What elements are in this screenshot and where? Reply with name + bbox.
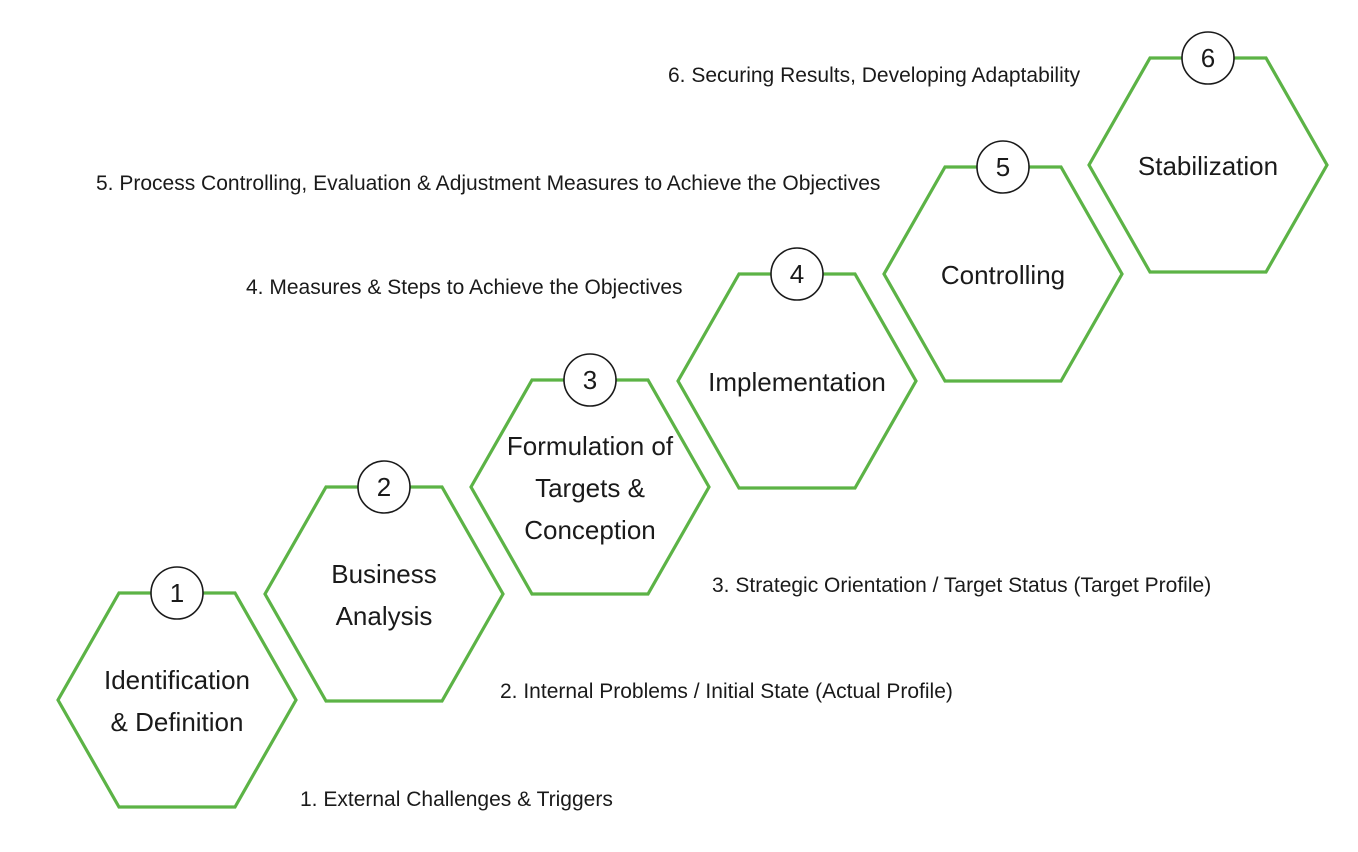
step-number-badge [1181, 31, 1235, 85]
step-label-line: Business [331, 559, 437, 589]
step-hexagon [882, 165, 1124, 383]
step-description: 3. Strategic Orientation / Target Status… [712, 574, 1211, 597]
step-description: 2. Internal Problems / Initial State (Ac… [500, 680, 953, 703]
step-number: 3 [583, 365, 597, 395]
step-label-line: Conception [524, 515, 656, 545]
step-number-badge [563, 353, 617, 407]
step-hexagon [263, 485, 505, 703]
step-label-line: Implementation [708, 367, 886, 397]
step-description: 4. Measures & Steps to Achieve the Objec… [246, 276, 683, 299]
step-number: 1 [170, 578, 184, 608]
step-label-line: Identification [104, 665, 250, 695]
step-hexagon [676, 272, 918, 490]
step-label-line: Controlling [941, 260, 1065, 290]
step-number-badge [150, 566, 204, 620]
step-number-badge [770, 247, 824, 301]
step-number: 4 [790, 259, 804, 289]
step-number: 6 [1201, 43, 1215, 73]
step-hexagon [56, 591, 298, 809]
step-description: 6. Securing Results, Developing Adaptabi… [668, 64, 1081, 87]
step-hexagon [1087, 56, 1329, 274]
step-number: 2 [377, 472, 391, 502]
step-number-badge [357, 460, 411, 514]
step-label-line: Analysis [336, 601, 433, 631]
step-hexagon [469, 378, 711, 596]
step-label-line: & Definition [111, 707, 244, 737]
step-description: 1. External Challenges & Triggers [300, 788, 613, 811]
step-description: 5. Process Controlling, Evaluation & Adj… [96, 172, 880, 195]
step-number: 5 [996, 152, 1010, 182]
step-label-line: Stabilization [1138, 151, 1278, 181]
step-label-line: Formulation of [507, 431, 674, 461]
step-label-line: Targets & [535, 473, 645, 503]
step-number-badge [976, 140, 1030, 194]
